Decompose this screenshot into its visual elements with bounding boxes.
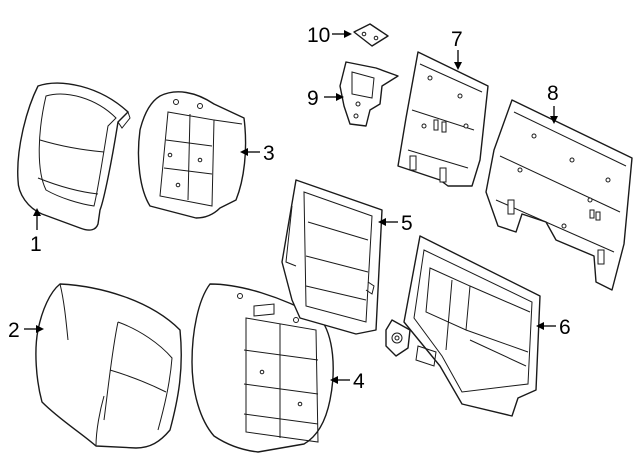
part-3-seatback-pad (137, 91, 247, 219)
callout-5: 5 (401, 212, 413, 235)
leader-lines (24, 30, 558, 384)
part-7-back-panel (397, 51, 489, 187)
callout-6: 6 (559, 316, 571, 339)
part-1-seatback-cover (17, 82, 131, 231)
part-2-cushion-cover (35, 283, 182, 449)
callout-7: 7 (451, 28, 463, 51)
part-8-back-panel-wide (485, 99, 633, 291)
callout-4: 4 (353, 370, 365, 393)
callout-10: 10 (307, 24, 330, 47)
part-5-seatback-frame (281, 179, 383, 335)
part-4-cushion-pad (191, 283, 334, 453)
callout-2: 2 (8, 319, 20, 342)
part-10-plate (353, 23, 389, 47)
callout-3: 3 (263, 142, 275, 165)
callout-9: 9 (307, 87, 319, 110)
part-6-cushion-frame (385, 235, 541, 417)
callout-8: 8 (547, 82, 559, 105)
part-9-bracket (339, 61, 399, 127)
callout-1: 1 (30, 233, 42, 256)
